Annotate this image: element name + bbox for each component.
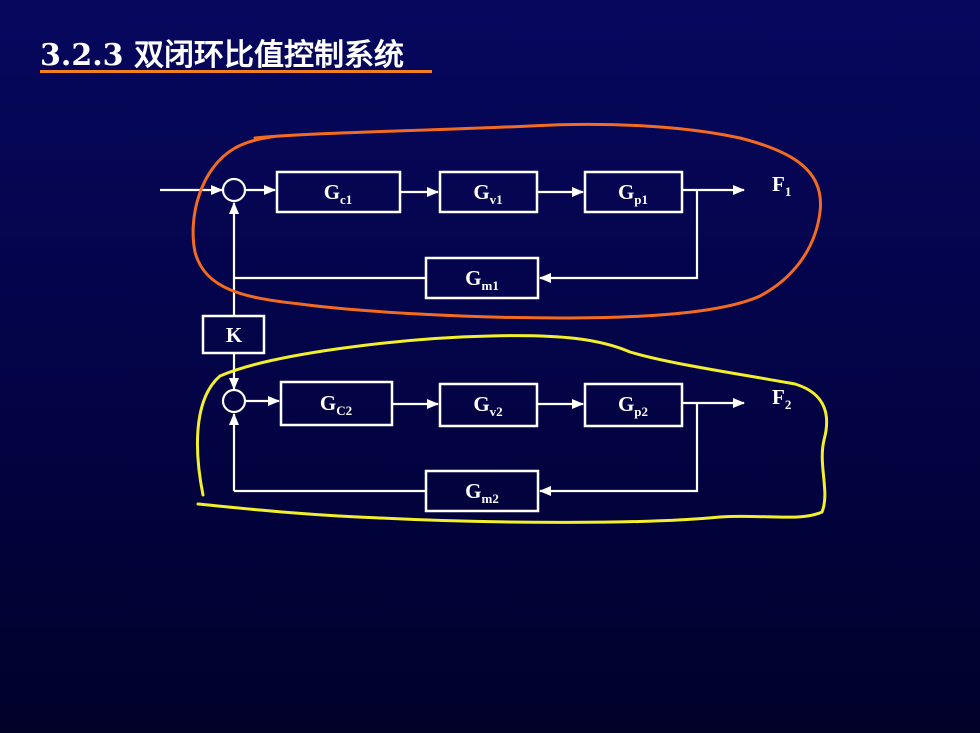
label-gp1: Gp1	[618, 180, 648, 207]
title-underline	[40, 70, 432, 73]
loop1: Gc1 Gv1 Gp1 F1 Gm1	[160, 170, 791, 300]
label-gc2: GC2	[320, 391, 352, 418]
label-gm2: Gm2	[465, 479, 499, 506]
loop1-highlight-outline	[191, 122, 823, 320]
label-gv2: Gv2	[473, 392, 502, 419]
label-gm1: Gm1	[465, 266, 499, 293]
label-f1: F1	[772, 172, 791, 199]
loop2: GC2 Gv2 Gp2 F2 Gm2	[221, 380, 791, 513]
label-f2: F2	[772, 385, 791, 412]
slide-title: 3.2.3 双闭环比值控制系统	[40, 38, 404, 73]
label-gv1: Gv1	[473, 180, 502, 207]
label-k: K	[226, 323, 243, 347]
feedback-to-gm1	[539, 190, 699, 283]
label-gp2: Gp2	[618, 392, 648, 419]
loop2-highlight-outline	[195, 334, 829, 524]
block-gp1	[583, 170, 684, 214]
summing-junction-2	[221, 388, 247, 414]
summing-junction-1	[221, 177, 247, 203]
label-gc1: Gc1	[324, 180, 353, 207]
feedback-to-gm2	[539, 403, 699, 496]
block-gp2	[583, 382, 684, 428]
